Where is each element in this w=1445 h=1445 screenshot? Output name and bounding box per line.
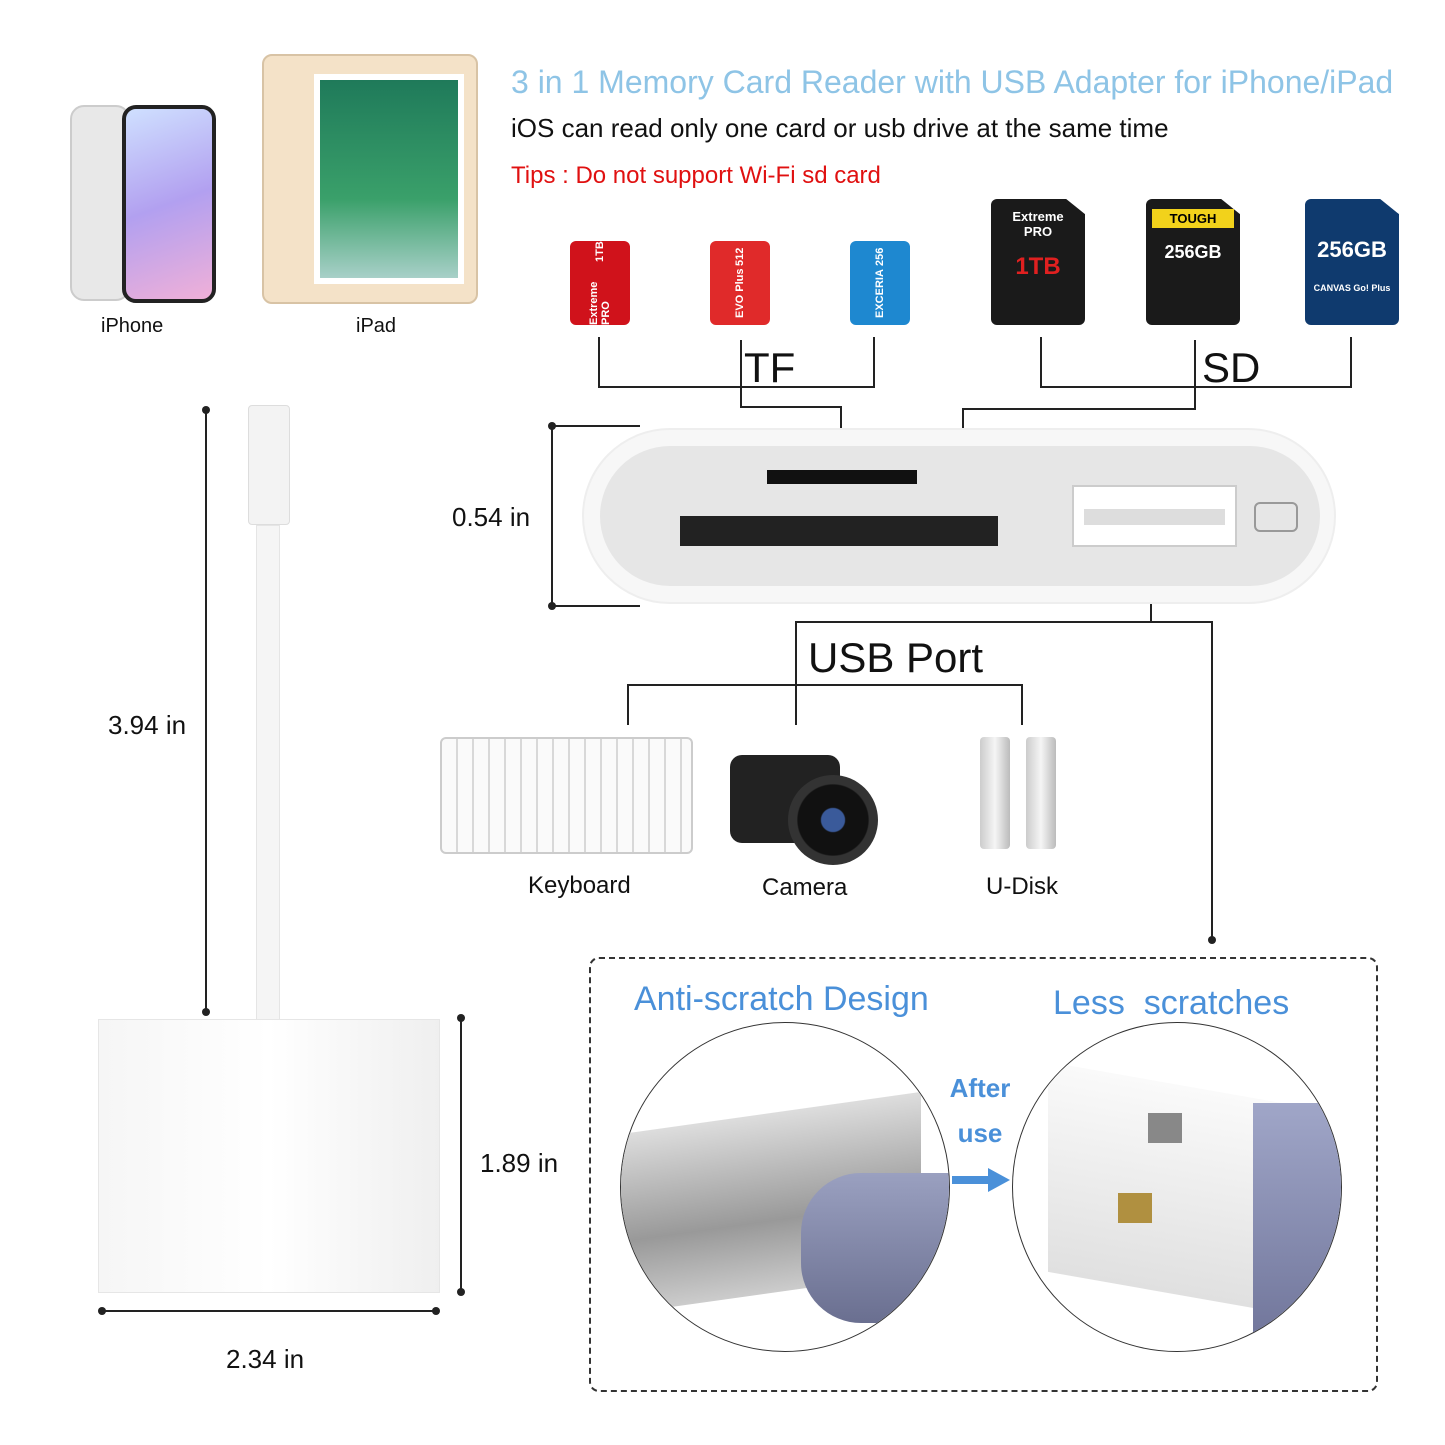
- sd-slot: [680, 516, 998, 546]
- usb-slot: [1072, 485, 1237, 547]
- sd-card-1: Extreme PRO 1TB: [991, 199, 1085, 325]
- tf-label: TF: [744, 344, 796, 391]
- height-dimension: 0.54 in: [452, 502, 531, 532]
- sd-card-2: TOUGH 256GB: [1146, 199, 1240, 325]
- product-title: 3 in 1 Memory Card Reader with USB Adapt…: [511, 64, 1394, 100]
- arrow-right-icon: [952, 1168, 1010, 1192]
- adapter-ports-view: [582, 428, 1336, 604]
- usb-connector-closeup-right: [1012, 1022, 1342, 1352]
- sd-label: SD: [1202, 344, 1261, 391]
- camera-image: [730, 735, 884, 865]
- ipad-label: iPad: [356, 315, 397, 337]
- card-brand: TOUGH: [1152, 209, 1234, 228]
- body-height-dimension: 1.89 in: [480, 1148, 559, 1178]
- iphone-label: iPhone: [101, 315, 164, 337]
- anti-scratch-panel: [589, 957, 1378, 1392]
- tf-slot: [767, 470, 917, 484]
- card-capacity: 256GB: [1164, 242, 1222, 262]
- card-capacity: 1TB: [1015, 253, 1061, 280]
- lightning-adapter-image: [98, 405, 440, 1293]
- anti-scratch-title: Anti-scratch Design: [634, 980, 929, 1018]
- less-scratches-title: Less scratches: [1053, 984, 1290, 1022]
- card-brand: CANVAS Go! Plus: [1313, 283, 1391, 293]
- cable-length-dimension: 3.94 in: [108, 710, 187, 740]
- camera-label: Camera: [762, 874, 848, 901]
- keyboard-label: Keyboard: [528, 872, 631, 899]
- after-use-label: After use: [940, 1066, 1020, 1156]
- usb-port-label: USB Port: [808, 634, 984, 681]
- compatibility-note: iOS can read only one card or usb drive …: [511, 113, 1169, 143]
- sd-card-3: 256GB CANVAS Go! Plus: [1305, 199, 1399, 325]
- after-text: After: [949, 1073, 1011, 1103]
- card-capacity: 256GB: [1317, 237, 1387, 262]
- usb-connector-closeup-left: [620, 1022, 950, 1352]
- iphone-image: [70, 105, 216, 303]
- u-disk-label: U-Disk: [986, 873, 1058, 900]
- ipad-image: [262, 54, 478, 304]
- card-brand: Extreme PRO: [1012, 209, 1064, 239]
- camera-icon: [1254, 502, 1298, 532]
- u-disk-image: [978, 737, 1060, 852]
- tips-note: Tips : Do not support Wi-Fi sd card: [511, 162, 881, 189]
- use-text: use: [957, 1118, 1003, 1148]
- keyboard-image: [440, 737, 693, 854]
- body-width-dimension: 2.34 in: [226, 1344, 305, 1374]
